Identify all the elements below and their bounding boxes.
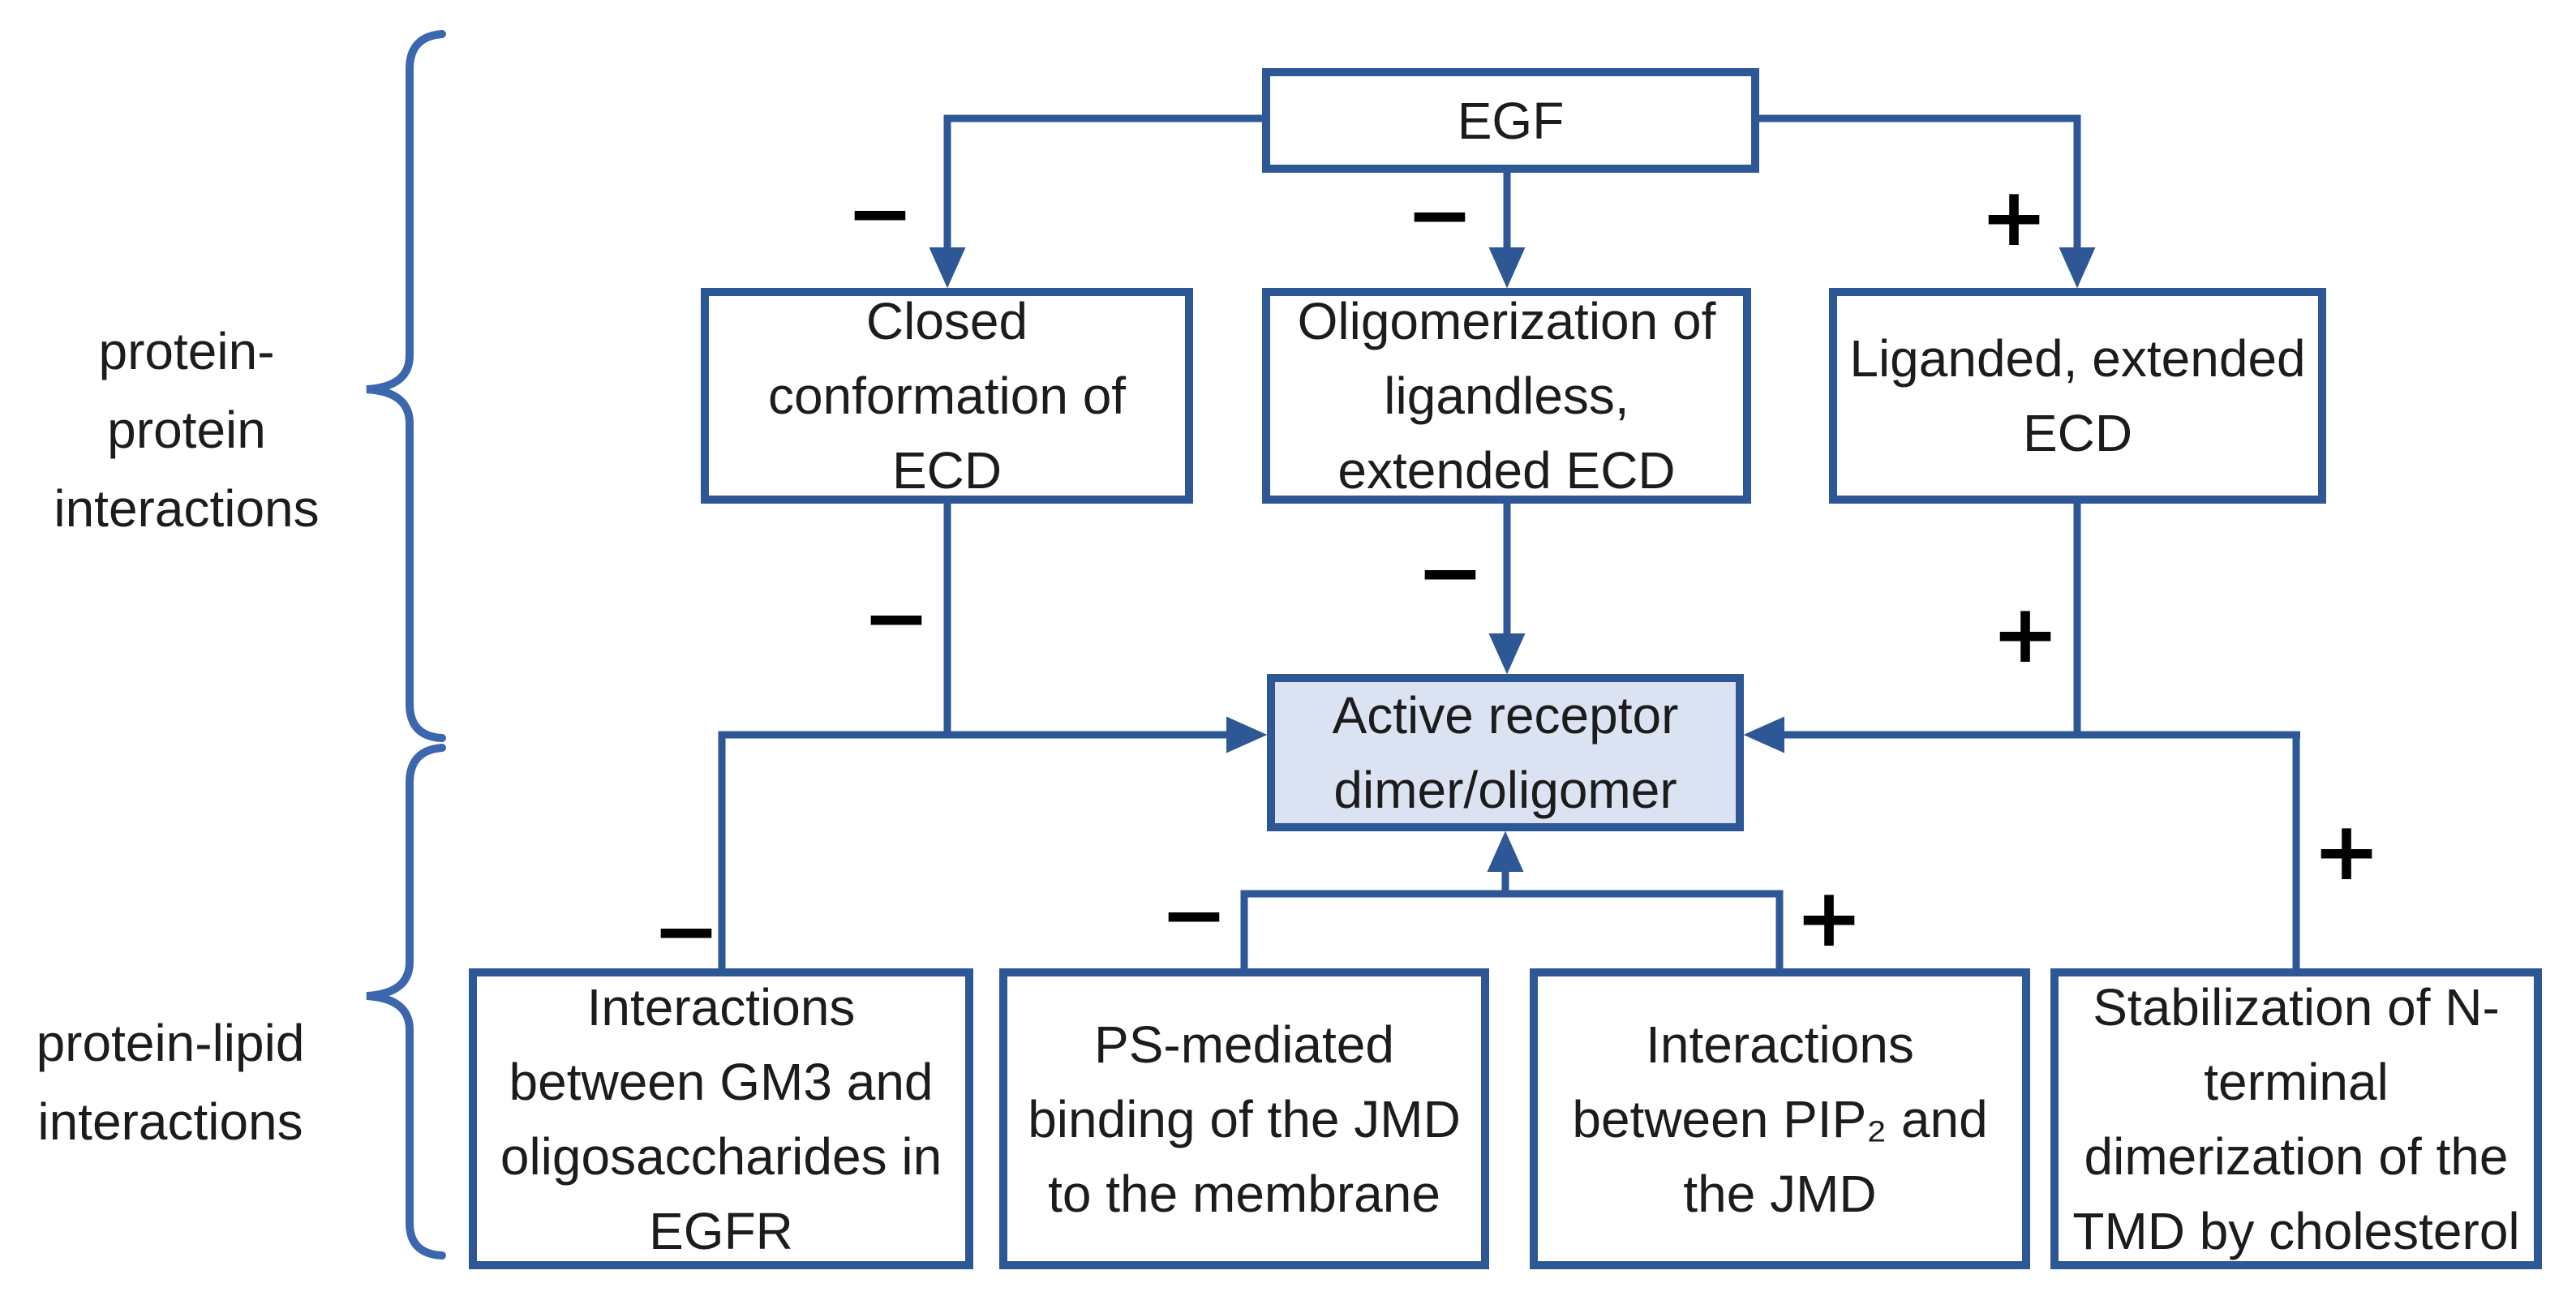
node-closed-ecd: Closed conformation of ECD xyxy=(701,288,1193,504)
brace-protein-protein xyxy=(366,30,446,742)
sign-egf-to-liganded: + xyxy=(1980,170,2048,264)
sign-oligo-to-active: − xyxy=(1416,525,1484,620)
sign-ps-to-active: − xyxy=(1160,867,1228,962)
sign-egf-to-closed: − xyxy=(846,165,914,260)
node-active-dimer: Active receptor dimer/oligomer xyxy=(1267,674,1744,831)
wire-ps-pip2-bracket xyxy=(1240,890,1784,968)
node-gm3: Interactions between GM3 and oligosaccha… xyxy=(469,968,973,1269)
sign-chol-to-active: + xyxy=(2312,804,2381,899)
group-label-protein-lipid: protein-lipid interactions xyxy=(36,1014,305,1151)
sign-gm3-to-active: − xyxy=(652,883,720,978)
group-label-protein-protein: protein-protein interactions xyxy=(54,322,320,538)
node-liganded-ecd: Liganded, extended ECD xyxy=(1829,288,2326,504)
node-oligomerization: Oligomerization of ligandless, extended … xyxy=(1262,288,1751,504)
sign-egf-to-oligo: − xyxy=(1406,167,1474,262)
node-pip2-jmd: Interactions between PIP₂ and the JMD xyxy=(1530,968,2030,1269)
node-cholesterol: Stabilization of N- terminal dimerizatio… xyxy=(2050,968,2542,1269)
arrow-egf-to-liganded xyxy=(1759,114,2096,289)
brace-protein-lipid xyxy=(366,744,446,1260)
sign-closed-to-active: − xyxy=(862,570,930,665)
node-egf: EGF xyxy=(1262,68,1759,173)
sign-liganded-to-active: + xyxy=(1991,586,2059,681)
sign-pip2-to-active: + xyxy=(1795,870,1863,965)
arrow-egf-to-closed xyxy=(929,114,1267,289)
node-ps-jmd: PS-mediated binding of the JMD to the me… xyxy=(999,968,1489,1269)
